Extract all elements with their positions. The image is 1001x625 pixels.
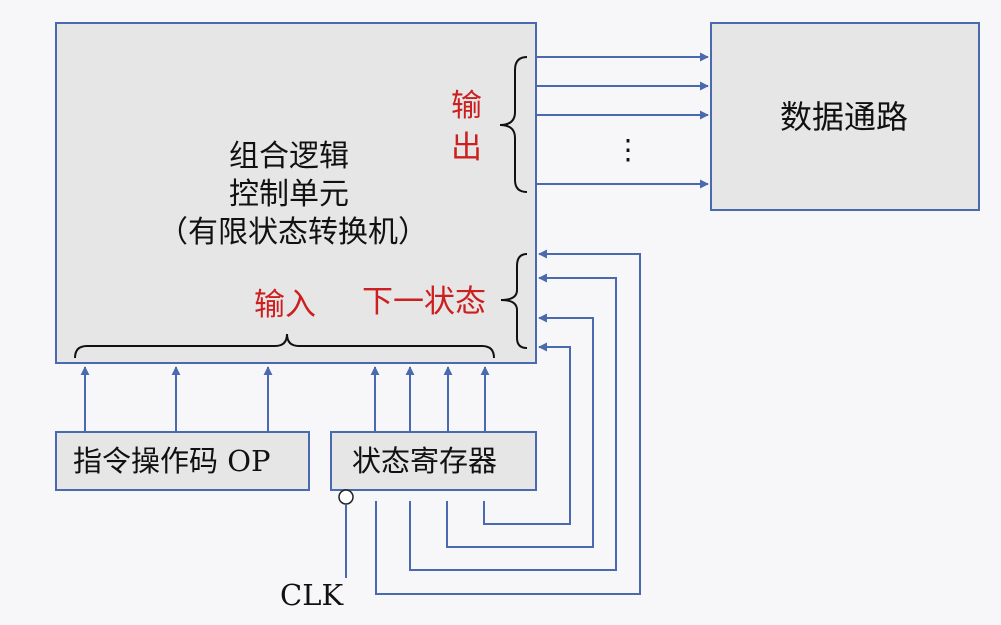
ellipsis-label: ⋮ xyxy=(614,133,642,166)
opcode-label: 指令操作码 OP xyxy=(73,444,271,478)
input-arrows xyxy=(80,366,490,431)
next-state-label: 下一状态 xyxy=(362,284,486,320)
output-label-top: 输 xyxy=(451,88,482,124)
control-unit-title-line2: 控制单元 xyxy=(229,177,349,212)
opcode-box xyxy=(55,431,310,491)
output-brace xyxy=(499,56,528,193)
clk-inversion-bubble xyxy=(338,489,354,505)
input-label: 输入 xyxy=(254,287,316,323)
clk-label: CLK xyxy=(280,578,344,612)
datapath-label: 数据通路 xyxy=(780,98,909,136)
input-brace xyxy=(74,333,495,359)
output-arrows xyxy=(537,52,709,189)
state-register-label: 状态寄存器 xyxy=(352,444,498,478)
output-label-bottom: 出 xyxy=(451,130,482,166)
control-unit-title-line3: （有限状态转换机） xyxy=(158,215,428,250)
control-unit-box xyxy=(55,22,537,364)
feedback-loops xyxy=(375,249,641,595)
control-unit-title-line1: 组合逻辑 xyxy=(229,139,349,174)
state-register-box xyxy=(330,431,537,491)
datapath-box xyxy=(710,22,980,211)
next-state-brace xyxy=(500,253,528,349)
